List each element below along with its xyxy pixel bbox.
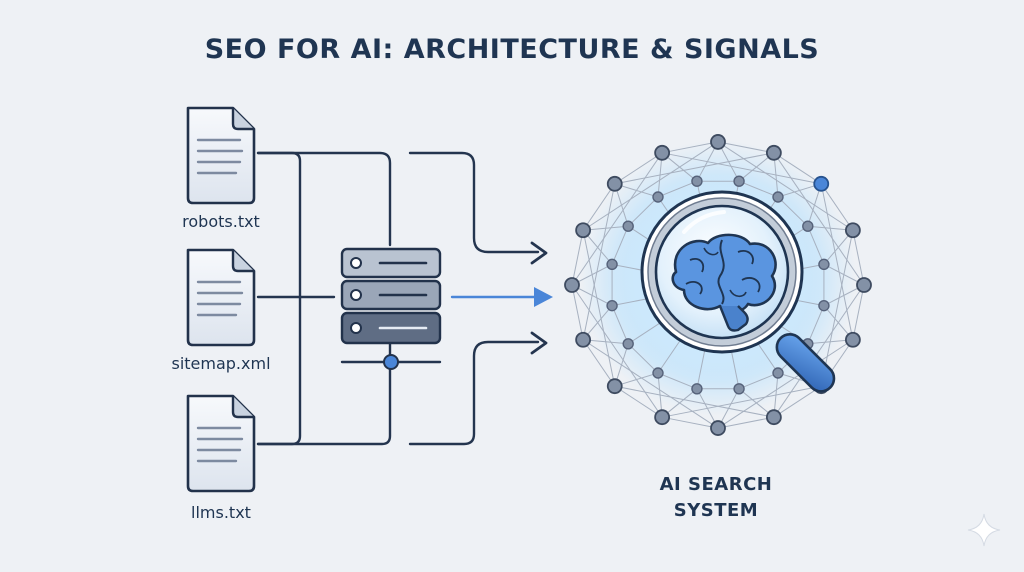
network-node (813, 175, 830, 192)
file-llms: llms.txt (186, 394, 256, 522)
network-link (852, 230, 865, 286)
network-link (611, 226, 629, 265)
network-node (802, 220, 814, 232)
network-link (807, 305, 825, 344)
network-node (606, 258, 618, 271)
network-node (844, 331, 861, 348)
system-label-line2: SYSTEM (674, 500, 758, 521)
network-node (564, 277, 580, 293)
network-link (582, 141, 719, 231)
network-link (662, 385, 822, 418)
network-link (627, 196, 659, 227)
network-link (582, 230, 616, 387)
network-link (820, 183, 854, 231)
page-title: SEO FOR AI: ARCHITECTURE & SIGNALS (205, 34, 820, 65)
network-link (614, 385, 774, 418)
network-link (571, 152, 663, 286)
network-link (717, 416, 774, 429)
network-link (582, 339, 616, 387)
network-link (777, 196, 809, 227)
network-node (654, 144, 671, 161)
file-sitemap: sitemap.xml (171, 248, 271, 373)
network-link (738, 180, 779, 198)
arrow-head-top (530, 241, 548, 265)
arrow-head-bottom (530, 331, 548, 355)
network-link (717, 141, 854, 231)
network-link (662, 141, 719, 154)
network-link (820, 183, 854, 340)
network-link (582, 183, 616, 231)
network-link (571, 230, 584, 286)
network-node (652, 191, 664, 203)
network-link (571, 284, 584, 340)
network-link (717, 141, 774, 154)
network-link (820, 230, 854, 387)
network-node (772, 191, 784, 203)
network-link (614, 152, 663, 185)
network-link (662, 152, 822, 185)
document-icon (186, 394, 256, 493)
network-link (614, 152, 774, 185)
network-node (710, 134, 726, 150)
network-node (844, 222, 861, 239)
network-link (657, 372, 698, 390)
network-node (622, 338, 634, 350)
network-node (606, 175, 623, 192)
document-icon (186, 248, 256, 347)
network-node (765, 409, 782, 426)
primary-signal-arrow (450, 287, 553, 307)
network-link (582, 339, 719, 429)
network-link (614, 385, 663, 418)
magnifier-brain-icon (640, 190, 836, 393)
network-link (582, 183, 616, 340)
neural-network (564, 134, 872, 436)
network-link (773, 284, 865, 418)
network-link (807, 226, 825, 265)
network-link (773, 385, 822, 418)
system-label-line1: AI SEARCH (660, 474, 773, 495)
network-node (818, 258, 830, 271)
network-link (571, 284, 663, 418)
network-node (818, 299, 830, 312)
network-link (738, 372, 779, 390)
network-node (606, 378, 623, 395)
network-node (575, 331, 592, 348)
network-node (622, 220, 634, 232)
network-link (627, 343, 659, 374)
network-node (856, 277, 872, 293)
network-link (852, 284, 865, 340)
server-stack-icon (340, 247, 442, 370)
network-node (733, 383, 745, 395)
file-label-sitemap: sitemap.xml (171, 354, 270, 373)
network-node (765, 144, 782, 161)
network-link (611, 305, 629, 344)
network-node (710, 420, 726, 436)
network-link (657, 180, 698, 198)
network-node (691, 175, 703, 187)
network-node (606, 299, 618, 312)
file-robots: robots.txt (182, 106, 260, 231)
network-node (733, 175, 745, 187)
network-link (662, 416, 719, 429)
network-node (691, 383, 703, 395)
document-icon (186, 106, 256, 205)
network-node (575, 222, 592, 239)
network-node (652, 367, 664, 379)
brain-icon (671, 233, 777, 332)
network-link (773, 152, 865, 286)
file-label-llms: llms.txt (191, 503, 251, 522)
sparkle-icon (967, 513, 1001, 547)
file-label-robots: robots.txt (182, 212, 260, 231)
network-node (654, 409, 671, 426)
network-link (773, 152, 822, 185)
network-node (772, 367, 784, 379)
network-link (717, 339, 854, 429)
